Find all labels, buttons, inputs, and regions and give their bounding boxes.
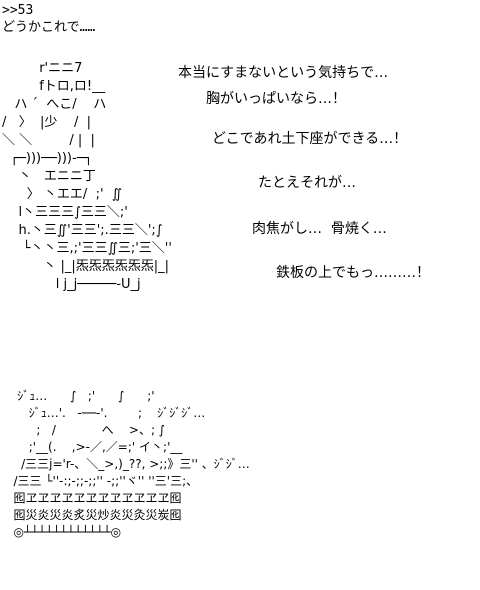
caption-line: たとえそれが… (258, 175, 356, 191)
reply-reference-link[interactable]: >>53 (2, 3, 34, 18)
art-line: /三三j='r-、＼_>,)_??, >;;》三'' 、ｼﾞｼﾞ… (2, 457, 250, 471)
ascii-art-iron-griddle: ｼﾞｭ… ∫ ;' ∫ ;' ｼﾞｭ…'. -──-'. ; ｼﾞｼﾞｼﾞ… ;… (2, 388, 250, 541)
art-line: h.丶三∬'三三';.三三＼';∫ (2, 223, 163, 238)
art-line: l丶三三三∫三三＼;' (2, 205, 128, 220)
art-line: ｼﾞｭ… ∫ ;' ∫ ;' (2, 389, 155, 403)
art-line: ｼﾞｭ…'. -──-'. ; ｼﾞｼﾞｼﾞ… (2, 406, 206, 420)
art-line: 丶 エニニ丁 (2, 169, 96, 184)
art-line: 丶 |_|炁炁炁炁炁炁|_| (2, 259, 169, 274)
reply-header: >>53 どうかこれで…… (2, 2, 95, 36)
art-line: fトロ,ロ!__ (2, 79, 106, 94)
caption-line: 胸がいっぱいなら…！ (206, 91, 346, 107)
art-line: ; / へ >、; ∫ (2, 423, 166, 437)
art-line: ◎┴┴┴┴┴┴┴┴┴┴┴┴◎ (2, 525, 122, 539)
ascii-art-dogeza-figure: r'ニニ7 fトロ,ロ!__ ハ ´ へこ/ ハ / 〉 |少 / | ＼ ＼ / … (2, 60, 172, 294)
art-line: ハ ´ へこ/ ハ (2, 97, 107, 112)
art-line: ┌─)))──)))-─┐ (2, 151, 93, 166)
caption-line: 本当にすまないという気持ちで… (178, 65, 389, 81)
opening-line: どうかこれで…… (2, 20, 96, 35)
art-line: 〉 丶エエ/ ;' ∬ (2, 187, 123, 202)
art-line: 囮災炎災炎炙災炒炎災灸災炭囮 (2, 508, 182, 522)
art-line: 囮ヱヱヱヱヱヱヱヱヱヱヱヱ囮 (2, 491, 182, 505)
art-line: ＼ ＼ / | | (2, 133, 95, 148)
art-line: /三三 └''-:;-;;-;;'' -;;''ヾ'' ''三'三;、 (2, 474, 199, 488)
art-line: └丶丶三,;'三三∬三;'三＼'' (2, 241, 172, 256)
art-line: / 〉 |少 / | (2, 115, 91, 130)
caption-line: どこであれ土下座ができる…！ (212, 131, 408, 147)
caption-line: 肉焦がし… 骨焼く… (252, 221, 387, 237)
art-line: r'ニニ7 (2, 61, 83, 76)
art-line: l j_j─────-U_j (2, 277, 141, 292)
caption-line: 鉄板の上でもっ………！ (276, 265, 430, 281)
art-line: ;'__(. ,>-／,／=;' イ丶;'__ (2, 440, 183, 454)
